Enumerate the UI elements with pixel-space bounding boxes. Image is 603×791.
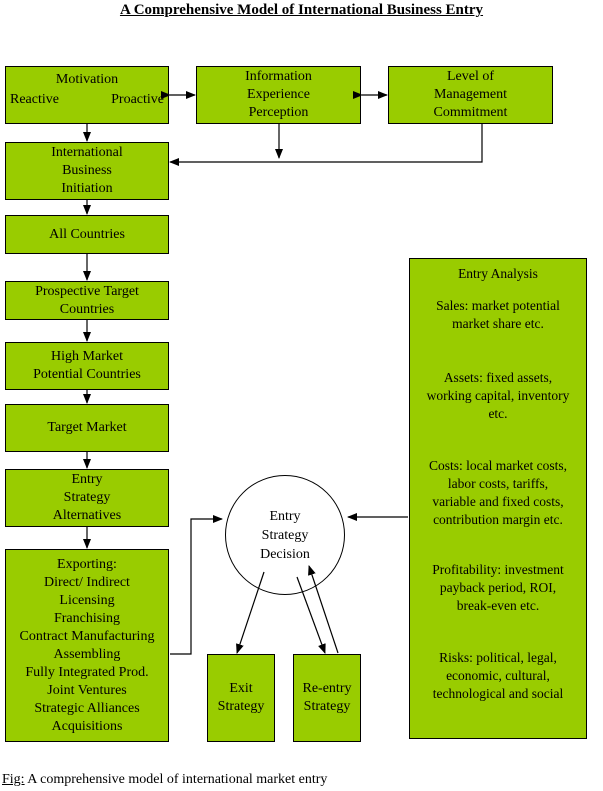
reentry-to-decision-arrow: [308, 565, 339, 654]
prospective-line: Prospective Target: [35, 283, 139, 299]
motivation-label: Motivation: [55, 72, 119, 87]
reactive-label: Reactive: [10, 92, 59, 107]
analysis-line: labor costs, tariffs,: [447, 476, 549, 491]
analysis-sales: Sales: market potential market share etc…: [436, 297, 560, 333]
all-countries-box: All Countries: [5, 215, 169, 254]
target-market-box: Target Market: [5, 404, 169, 452]
decision-line: Strategy: [261, 527, 309, 543]
high-market-line: High Market: [51, 349, 123, 364]
analysis-profitability: Profitability: investment payback period…: [432, 561, 564, 615]
mode-item: Exporting:: [57, 556, 117, 572]
prospective-line: Countries: [59, 301, 115, 317]
analysis-line: Assets: fixed assets,: [443, 370, 553, 385]
analysis-line: etc.: [488, 406, 508, 421]
analysis-line: technological and social: [432, 686, 564, 701]
diagram-title: A Comprehensive Model of International B…: [119, 2, 484, 18]
reentry-strategy-box: Re-entry Strategy: [293, 654, 361, 742]
mode-item: Assembling: [53, 646, 121, 662]
reentry-line: Strategy: [303, 699, 351, 714]
analysis-assets: Assets: fixed assets, working capital, i…: [427, 369, 570, 423]
analysis-line: working capital, inventory: [426, 388, 570, 403]
high-market-box: High Market Potential Countries: [5, 342, 169, 390]
information-line: Information: [245, 69, 312, 84]
analysis-line: contribution margin etc.: [433, 512, 563, 527]
analysis-line: market share etc.: [452, 316, 544, 331]
mode-item: Contract Manufacturing: [19, 628, 155, 644]
initiation-line: Business: [62, 163, 112, 178]
management-line: Commitment: [433, 105, 508, 120]
target-market-label: Target Market: [47, 420, 127, 435]
management-line: Management: [433, 87, 508, 102]
mode-item: Acquisitions: [51, 718, 123, 734]
information-line: Experience: [247, 87, 310, 102]
entry-modes-box: Exporting: Direct/ Indirect Licensing Fr…: [5, 549, 169, 742]
entry-analysis-box: Entry Analysis Sales: market potential m…: [409, 258, 587, 739]
proactive-label: Proactive: [111, 92, 164, 107]
management-commitment-box: Level of Management Commitment: [388, 66, 553, 124]
caption-text: A comprehensive model of international m…: [24, 772, 328, 787]
entry-analysis-heading: Entry Analysis: [458, 266, 538, 281]
decision-line: Decision: [260, 546, 310, 562]
figure-label: Fig:: [2, 772, 25, 787]
analysis-line: payback period, ROI,: [439, 580, 557, 595]
figure-caption: Fig: A comprehensive model of internatio…: [2, 772, 327, 788]
analysis-line: Sales: market potential: [436, 298, 560, 313]
mode-item: Joint Ventures: [47, 682, 127, 698]
analysis-line: Risks: political, legal,: [439, 650, 557, 665]
entry-alternatives-line: Entry: [71, 472, 103, 487]
modes-to-decision-arrow: [170, 515, 223, 655]
initiation-line: International: [51, 145, 123, 160]
decision-to-reentry-arrow: [296, 576, 326, 654]
initiation-box: International Business Initiation: [5, 142, 169, 200]
initiation-line: Initiation: [61, 181, 113, 196]
mode-item: Direct/ Indirect: [44, 574, 130, 590]
mode-item: Franchising: [53, 610, 121, 626]
analysis-line: break-even etc.: [456, 598, 540, 613]
commitment-to-initiation-arrow: [169, 124, 483, 166]
mode-item: Fully Integrated Prod.: [25, 664, 149, 680]
prospective-countries-box: Prospective Target Countries: [5, 281, 169, 320]
all-countries-label: All Countries: [49, 226, 125, 242]
exit-line: Strategy: [217, 699, 265, 714]
entry-alternatives-line: Strategy: [63, 490, 111, 505]
reentry-line: Re-entry: [302, 681, 352, 696]
information-line: Perception: [248, 105, 309, 120]
analysis-line: Costs: local market costs,: [429, 458, 567, 473]
analysis-line: Profitability: investment: [432, 562, 564, 577]
analysis-line: variable and fixed costs,: [432, 494, 564, 509]
exit-strategy-box: Exit Strategy: [207, 654, 275, 742]
decision-line: Entry: [269, 508, 301, 524]
decision-to-exit-arrow: [236, 571, 265, 654]
entry-alternatives-line: Alternatives: [52, 508, 122, 523]
exit-line: Exit: [229, 681, 253, 696]
entry-decision-circle: Entry Strategy Decision: [225, 475, 345, 595]
analysis-costs: Costs: local market costs, labor costs, …: [429, 457, 567, 529]
management-line: Level of: [446, 69, 495, 84]
mode-item: Strategic Alliances: [34, 700, 140, 716]
mode-item: Licensing: [59, 592, 115, 608]
high-market-line: Potential Countries: [33, 367, 141, 382]
entry-alternatives-box: Entry Strategy Alternatives: [5, 469, 169, 527]
analysis-line: economic, cultural,: [446, 668, 550, 683]
information-box: Information Experience Perception: [196, 66, 361, 124]
analysis-risks: Risks: political, legal, economic, cultu…: [433, 649, 563, 703]
